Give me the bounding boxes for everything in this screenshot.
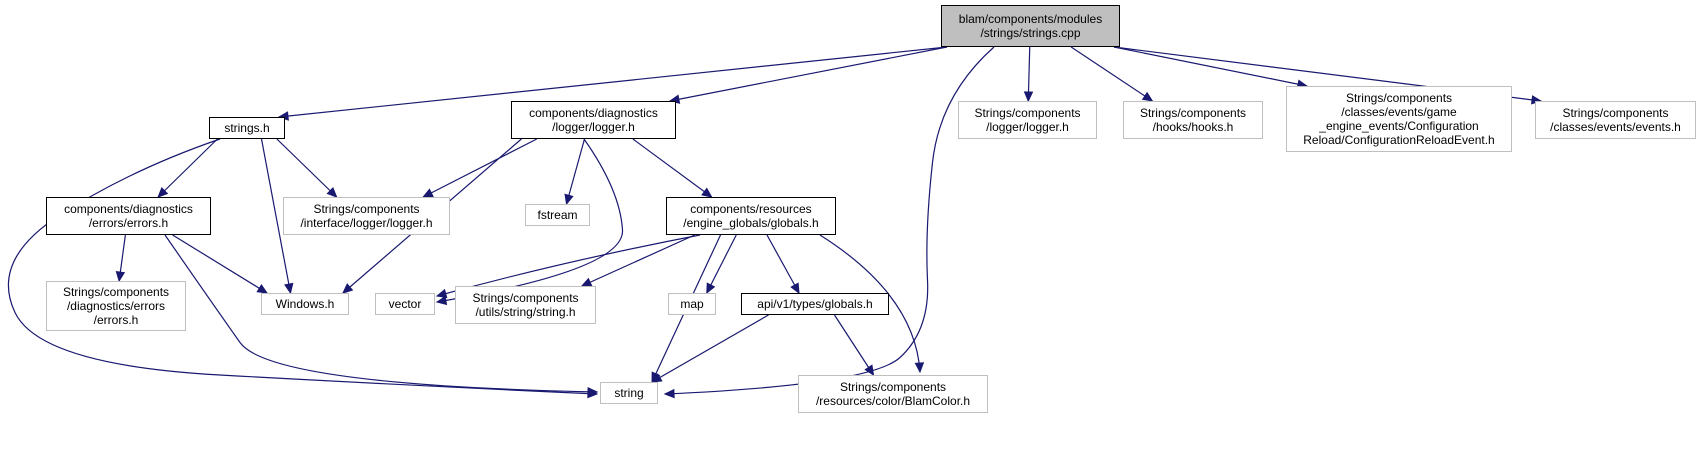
arrowhead-logger_h-to-str_iface_logger bbox=[422, 188, 434, 198]
arrowhead-api_globals-to-str_blamcolor bbox=[864, 364, 875, 377]
edge-globals_h-to-str_utils bbox=[581, 234, 695, 287]
arrowhead-strings_h-to-windows_h bbox=[284, 282, 294, 295]
arrowhead-root-to-str_hooks bbox=[1141, 91, 1154, 102]
node-strings-events-h[interactable]: Strings/components /classes/events/event… bbox=[1535, 101, 1696, 139]
edge-root-to-strings_h bbox=[278, 46, 948, 118]
arrowhead-errors_h-to-windows_h bbox=[256, 283, 269, 294]
arrowhead-root-to-string bbox=[663, 388, 675, 399]
node-windows-h[interactable]: Windows.h bbox=[261, 293, 349, 315]
edge-errors_h-to-windows_h bbox=[172, 234, 268, 294]
node-vector[interactable]: vector bbox=[375, 293, 435, 315]
arrowhead-globals_h-to-map bbox=[706, 282, 716, 295]
node-strings-cpp[interactable]: blam/components/modules /strings/strings… bbox=[941, 5, 1120, 47]
edge-logger_h-to-globals_h bbox=[632, 138, 712, 198]
edge-strings_h-to-str_iface_logger bbox=[276, 138, 338, 198]
node-strings-interface-logger-h[interactable]: Strings/components /interface/logger/log… bbox=[283, 197, 450, 235]
node-strings-errors-h[interactable]: Strings/components /diagnostics/errors /… bbox=[46, 281, 186, 331]
edge-root-to-str_config bbox=[1113, 46, 1307, 87]
arrowhead-logger_h-to-fstream bbox=[564, 193, 574, 206]
arrowhead-strings_h-to-errors_h bbox=[157, 186, 169, 198]
arrowhead-globals_h-to-str_utils bbox=[580, 277, 593, 287]
node-api-globals-h[interactable]: api/v1/types/globals.h bbox=[741, 293, 889, 315]
arrowhead-logger_h-to-globals_h bbox=[701, 187, 713, 198]
arrowhead-api_globals-to-string bbox=[650, 373, 663, 383]
arrowhead-globals_h-to-vector bbox=[435, 288, 448, 299]
node-fstream[interactable]: fstream bbox=[525, 204, 590, 226]
node-strings-configuration-reload-event-h[interactable]: Strings/components /classes/events/game … bbox=[1286, 86, 1512, 152]
edge-globals_h-to-str_blamcolor bbox=[819, 234, 921, 373]
node-engine-globals-h[interactable]: components/resources /engine_globals/glo… bbox=[666, 197, 836, 235]
edge-api_globals-to-string bbox=[651, 314, 769, 383]
edge-api_globals-to-str_blamcolor bbox=[833, 314, 875, 376]
arrowhead-logger_h-to-vector bbox=[435, 295, 448, 306]
node-strings-blamcolor-h[interactable]: Strings/components /resources/color/Blam… bbox=[798, 375, 988, 413]
arrowhead-logger_h-to-windows_h bbox=[342, 283, 354, 294]
edge-logger_h-to-str_iface_logger bbox=[422, 138, 538, 198]
node-errors-h[interactable]: components/diagnostics /errors/errors.h bbox=[46, 197, 211, 235]
node-strings-hooks-h[interactable]: Strings/components /hooks/hooks.h bbox=[1123, 101, 1263, 139]
edge-root-to-logger_h bbox=[669, 46, 948, 102]
node-strings-utils-string-h[interactable]: Strings/components /utils/string/string.… bbox=[455, 286, 596, 324]
arrowhead-globals_h-to-api_globals bbox=[790, 282, 800, 295]
node-logger-h[interactable]: components/diagnostics /logger/logger.h bbox=[511, 101, 676, 139]
arrowhead-globals_h-to-str_blamcolor bbox=[914, 362, 925, 374]
node-strings-h[interactable]: strings.h bbox=[209, 117, 285, 139]
arrowhead-strings_h-to-str_iface_logger bbox=[326, 186, 338, 198]
edge-strings_h-to-errors_h bbox=[157, 138, 218, 198]
edge-strings_h-to-windows_h bbox=[260, 138, 292, 294]
node-string[interactable]: string bbox=[600, 382, 658, 404]
edge-errors_h-to-string bbox=[164, 234, 598, 393]
edge-strings_h-to-string bbox=[7, 138, 598, 395]
node-map[interactable]: map bbox=[668, 293, 716, 315]
edge-globals_h-to-map bbox=[706, 234, 737, 294]
node-strings-logger-h[interactable]: Strings/components /logger/logger.h bbox=[958, 101, 1097, 139]
edge-logger_h-to-vector bbox=[436, 138, 624, 303]
edge-root-to-str_hooks bbox=[1070, 46, 1153, 102]
arrowhead-errors_h-to-string bbox=[587, 387, 599, 397]
arrowhead-root-to-str_logger bbox=[1023, 91, 1034, 103]
edge-globals_h-to-api_globals bbox=[766, 234, 800, 294]
arrowhead-errors_h-to-str_errors bbox=[115, 270, 126, 283]
edge-logger_h-to-fstream bbox=[565, 138, 586, 205]
